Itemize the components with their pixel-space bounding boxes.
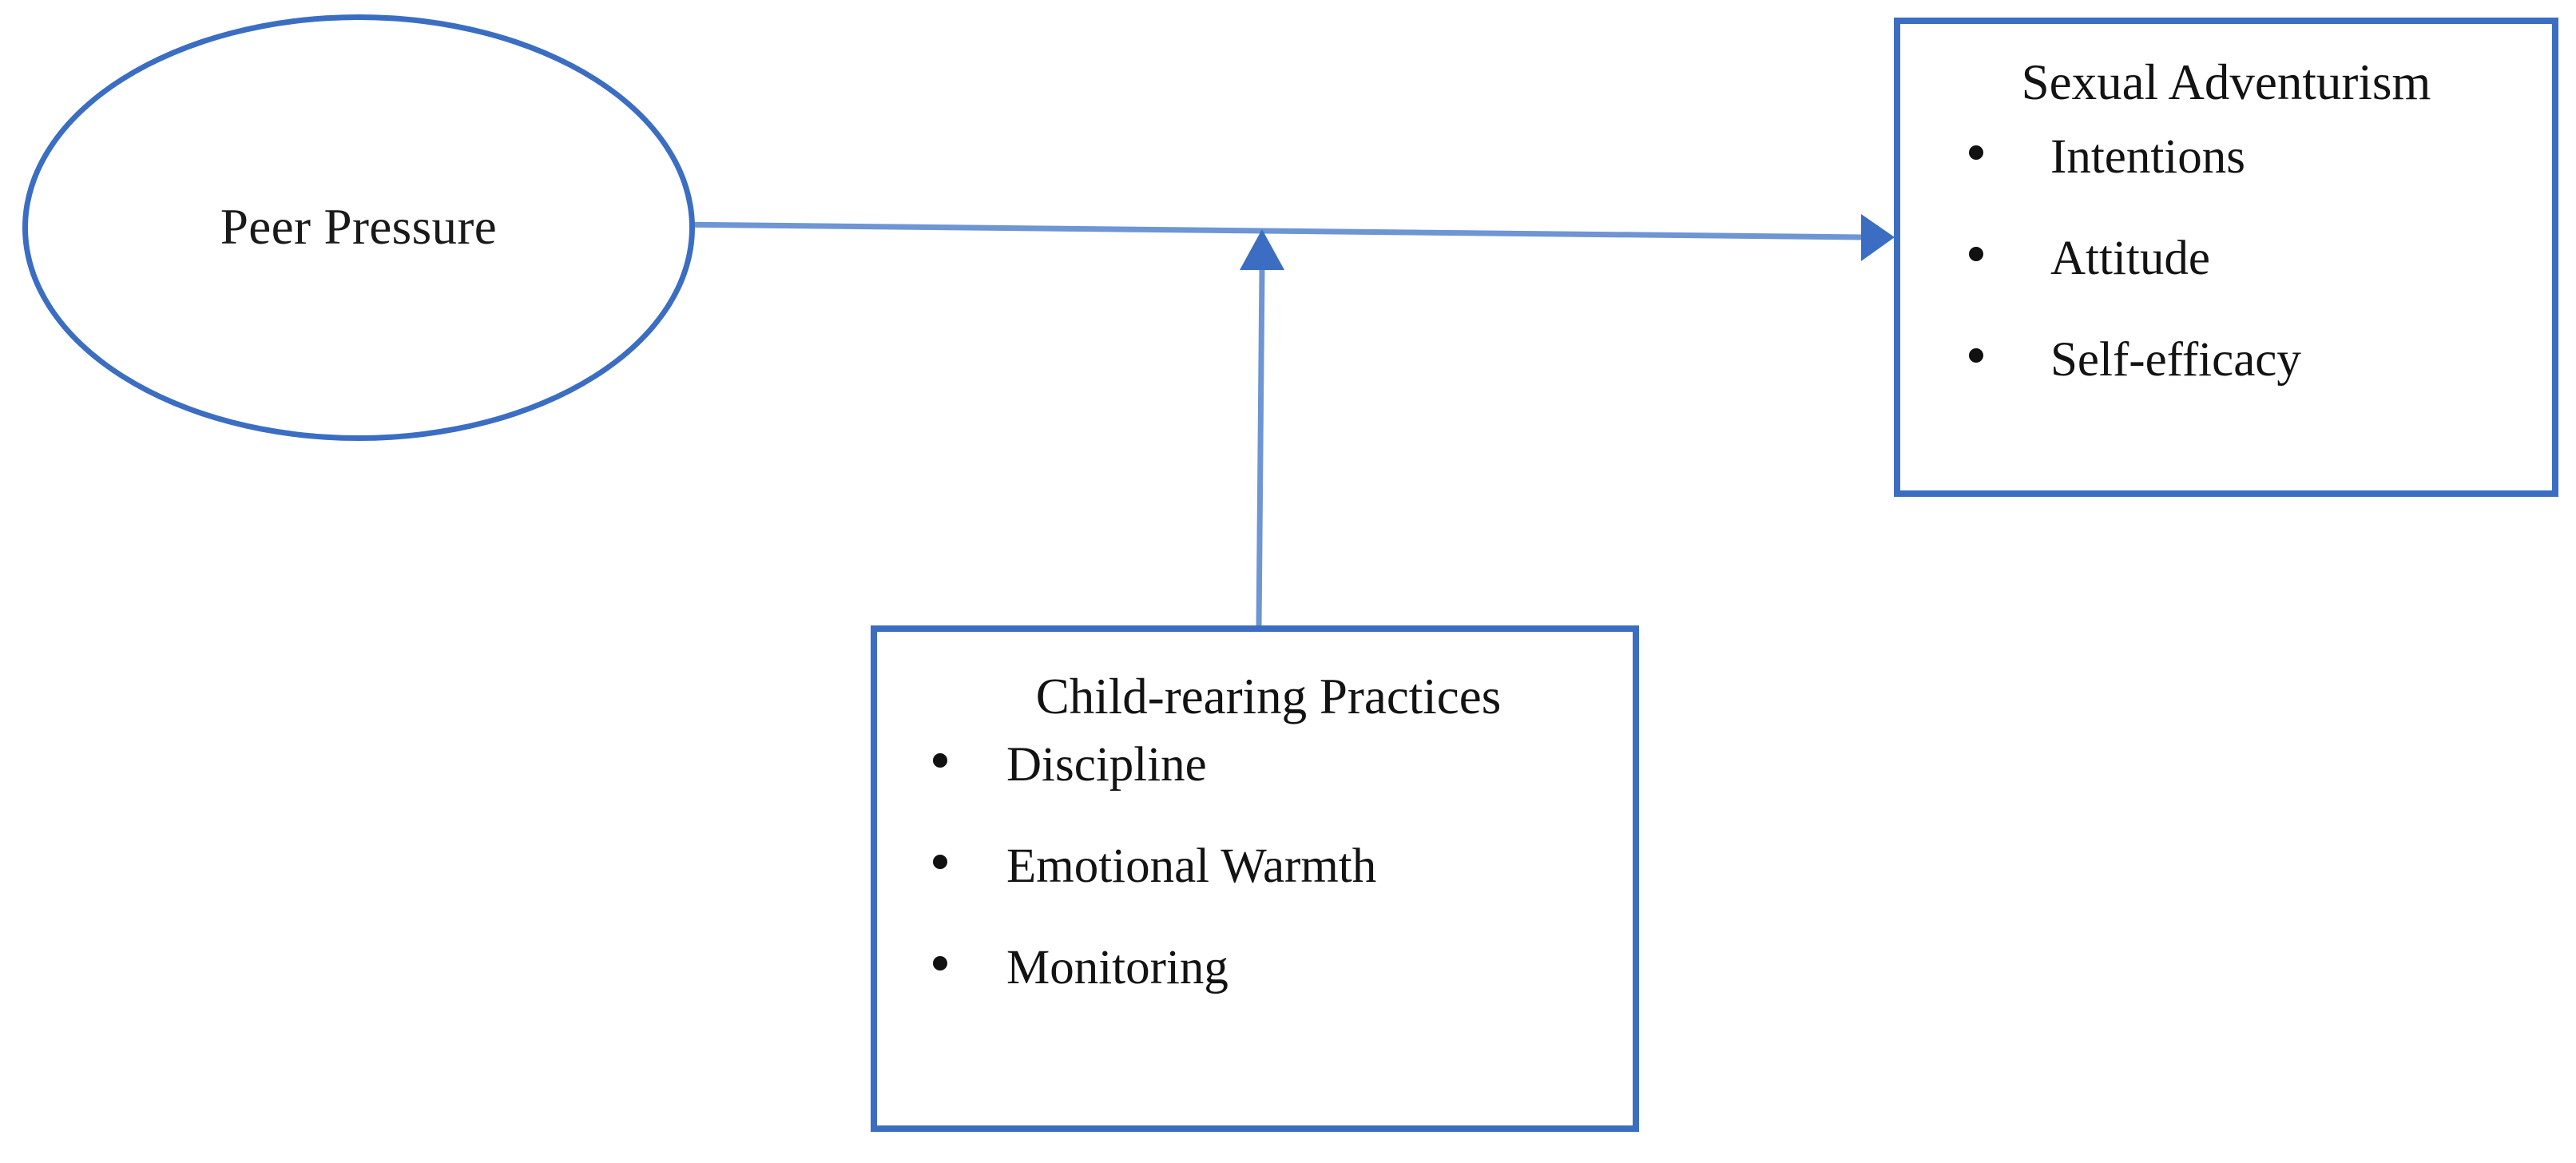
arrowhead-up-icon (1240, 229, 1284, 270)
sexual-adventurism-bullet-list: Intentions Attitude Self-efficacy (1900, 133, 2552, 384)
node-peer-pressure-label: Peer Pressure (220, 199, 498, 256)
list-item-label: Emotional Warmth (1006, 840, 1377, 894)
bullet-dot-icon (1969, 145, 1983, 161)
list-item: Monitoring (877, 943, 1633, 992)
node-child-rearing-practices-title: Child-rearing Practices (1035, 669, 1502, 724)
list-item: Self-efficacy (1900, 335, 2552, 384)
bullet-dot-icon (933, 753, 947, 768)
edge-peer-pressure-to-sexual-adventurism (669, 214, 1895, 261)
list-item-label: Intentions (2050, 130, 2245, 185)
node-sexual-adventurism-title: Sexual Adventurism (2021, 54, 2431, 110)
list-item: Emotional Warmth (877, 842, 1633, 891)
edge-line-horizontal (669, 221, 1862, 240)
list-item: Attitude (1900, 234, 2552, 283)
child-rearing-bullet-list: Discipline Emotional Warmth Monitoring (877, 740, 1633, 992)
list-item-label: Attitude (2050, 232, 2210, 286)
node-peer-pressure[interactable]: Peer Pressure (22, 14, 695, 441)
list-item: Discipline (877, 740, 1633, 789)
list-item: Intentions (1900, 133, 2552, 181)
list-item-label: Self-efficacy (2050, 333, 2301, 387)
arrowhead-right-icon (1861, 214, 1895, 261)
node-child-rearing-practices[interactable]: Child-rearing Practices Discipline Emoti… (871, 625, 1639, 1132)
bullet-dot-icon (933, 855, 947, 870)
edge-child-rearing-to-link (1240, 229, 1284, 629)
list-item-label: Monitoring (1006, 941, 1228, 995)
list-item-label: Discipline (1006, 738, 1207, 792)
edge-line-vertical (1256, 268, 1265, 629)
bullet-dot-icon (933, 956, 947, 971)
bullet-dot-icon (1969, 247, 1983, 262)
bullet-dot-icon (1969, 348, 1983, 363)
node-sexual-adventurism[interactable]: Sexual Adventurism Intentions Attitude S… (1894, 18, 2558, 497)
